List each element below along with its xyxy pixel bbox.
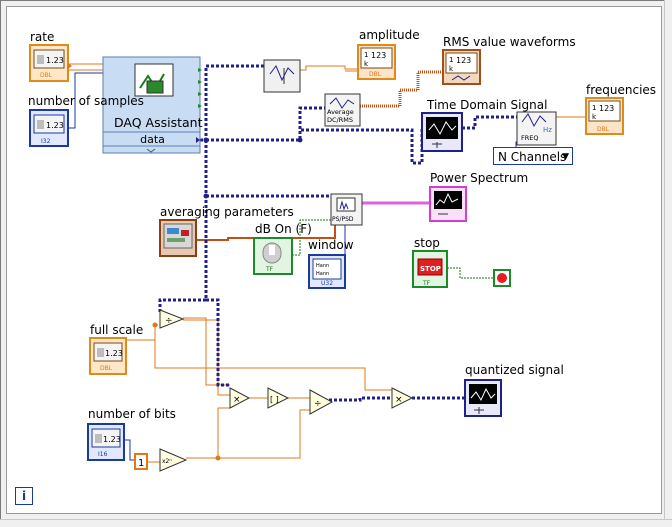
chevron-down-icon: ▼	[562, 152, 569, 162]
info-icon[interactable]: i	[15, 487, 33, 505]
power-of-two-node[interactable]: x2ⁿ	[159, 448, 188, 472]
svg-text:DBL: DBL	[597, 126, 610, 133]
svg-text:×: ×	[233, 395, 241, 405]
svg-text:1.23: 1.23	[103, 435, 121, 444]
svg-text:DC/RMS: DC/RMS	[327, 116, 353, 124]
full-scale-label: full scale	[90, 323, 144, 337]
time-domain-graph	[421, 112, 463, 152]
svg-text:k: k	[449, 65, 454, 73]
rate-label: rate	[30, 30, 55, 44]
constant-one[interactable]: 1	[134, 453, 148, 470]
quantized-signal-graph	[464, 379, 502, 417]
svg-text:k: k	[364, 60, 369, 68]
window-control[interactable]: Hann Hann U32	[308, 254, 346, 289]
bool-wire-stop[interactable]	[447, 267, 494, 279]
db-on-label: dB On (F)	[255, 222, 312, 236]
round-node[interactable]: [ ]	[267, 387, 290, 409]
svg-text:÷: ÷	[165, 316, 173, 326]
amplitude-levels-vi[interactable]	[263, 59, 301, 93]
svg-text:U32: U32	[321, 280, 333, 287]
svg-text:1.23: 1.23	[105, 349, 123, 358]
channels-enum-value: N Channels	[498, 150, 567, 164]
svg-text:Hz: Hz	[543, 126, 552, 134]
rate-type: DBL	[40, 72, 53, 79]
cluster-wire-rms[interactable]	[360, 70, 443, 108]
loop-condition-terminal	[493, 269, 511, 287]
svg-text:DBL: DBL	[100, 365, 113, 372]
stop-label: stop	[414, 236, 440, 250]
dynamic-data-wires[interactable]	[158, 64, 517, 402]
time-domain-label: Time Domain Signal	[427, 98, 548, 112]
svg-text:FREQ: FREQ	[521, 134, 538, 142]
averaging-label: averaging parameters	[160, 205, 294, 219]
svg-text:Average: Average	[327, 108, 354, 116]
divide-node[interactable]: ÷	[159, 309, 185, 329]
svg-text:1: 1	[449, 56, 453, 64]
full-scale-control[interactable]: 1.23 DBL	[89, 337, 127, 375]
svg-text:TF: TF	[265, 266, 274, 273]
daq-title: DAQ Assistant	[114, 115, 203, 130]
svg-text:1: 1	[364, 51, 368, 59]
svg-text:123: 123	[371, 51, 386, 60]
svg-text:I16: I16	[98, 451, 108, 458]
bits-label: number of bits	[88, 407, 176, 421]
spectral-measurements-vi[interactable]: PS/PSD	[330, 193, 363, 226]
rms-label: RMS value waveforms	[443, 35, 576, 49]
samples-label: number of samples	[28, 94, 144, 108]
cluster-wire-averaging[interactable]	[196, 220, 336, 241]
averaging-parameters-control[interactable]	[159, 219, 197, 257]
svg-text:STOP: STOP	[420, 265, 441, 273]
stop-button-control[interactable]: STOP TF	[412, 250, 448, 288]
svg-text:[ ]: [ ]	[270, 395, 279, 404]
svg-text:×: ×	[395, 395, 403, 405]
power-spectrum-graph	[429, 186, 467, 222]
int-wire-bits[interactable]	[124, 439, 135, 461]
vertical-scrollbar[interactable]	[664, 0, 672, 525]
db-on-control[interactable]: TF	[253, 237, 293, 275]
quantized-label: quantized signal	[465, 363, 564, 377]
svg-text:123: 123	[599, 104, 614, 113]
bool-wire-db[interactable]	[292, 219, 333, 256]
svg-text:1: 1	[592, 104, 596, 112]
int-wire-samples[interactable]	[68, 72, 103, 129]
svg-text:Hann: Hann	[316, 263, 329, 269]
samples-control[interactable]: 1.23 I32	[29, 109, 69, 147]
frequencies-indicator: 1 123 k DBL	[585, 97, 624, 135]
frequencies-label: frequencies	[586, 83, 657, 97]
multiply-node-1[interactable]: ×	[229, 387, 251, 409]
channels-enum[interactable]: N Channels ▼	[493, 147, 573, 165]
horizontal-scrollbar[interactable]	[0, 519, 672, 527]
amplitude-indicator: 1 123 k DBL	[357, 44, 396, 80]
rate-glyph: 1.23	[46, 56, 64, 65]
svg-text:PS/PSD: PS/PSD	[332, 216, 354, 223]
daq-data-output[interactable]: data	[140, 133, 165, 146]
svg-text:÷: ÷	[314, 399, 322, 409]
amplitude-label: amplitude	[359, 28, 420, 42]
daq-assistant-vi[interactable]	[102, 56, 202, 154]
wire-junctions	[203, 137, 303, 199]
svg-text:k: k	[592, 113, 597, 121]
window-label: window	[308, 238, 354, 252]
svg-text:1.23: 1.23	[46, 121, 64, 130]
rate-control[interactable]: 1.23 DBL	[29, 44, 72, 82]
svg-text:Hann: Hann	[316, 271, 329, 277]
divide-node-2[interactable]: ÷	[309, 389, 334, 415]
dc-rms-vi[interactable]: Average DC/RMS	[324, 93, 361, 127]
power-spectrum-label: Power Spectrum	[430, 171, 529, 185]
svg-text:123: 123	[456, 56, 471, 65]
svg-text:x2ⁿ: x2ⁿ	[162, 458, 172, 465]
svg-text:I32: I32	[41, 138, 51, 145]
tone-measurements-vi[interactable]: FREQ Hz	[516, 111, 557, 146]
svg-text:1: 1	[138, 458, 144, 469]
multiply-node-2[interactable]: ×	[391, 387, 414, 409]
number-of-bits-control[interactable]: 1.23 I16	[87, 423, 125, 461]
svg-text:TF: TF	[422, 280, 431, 287]
svg-text:DBL: DBL	[369, 71, 382, 78]
rms-waveforms-indicator: 1 123 k	[442, 49, 481, 85]
